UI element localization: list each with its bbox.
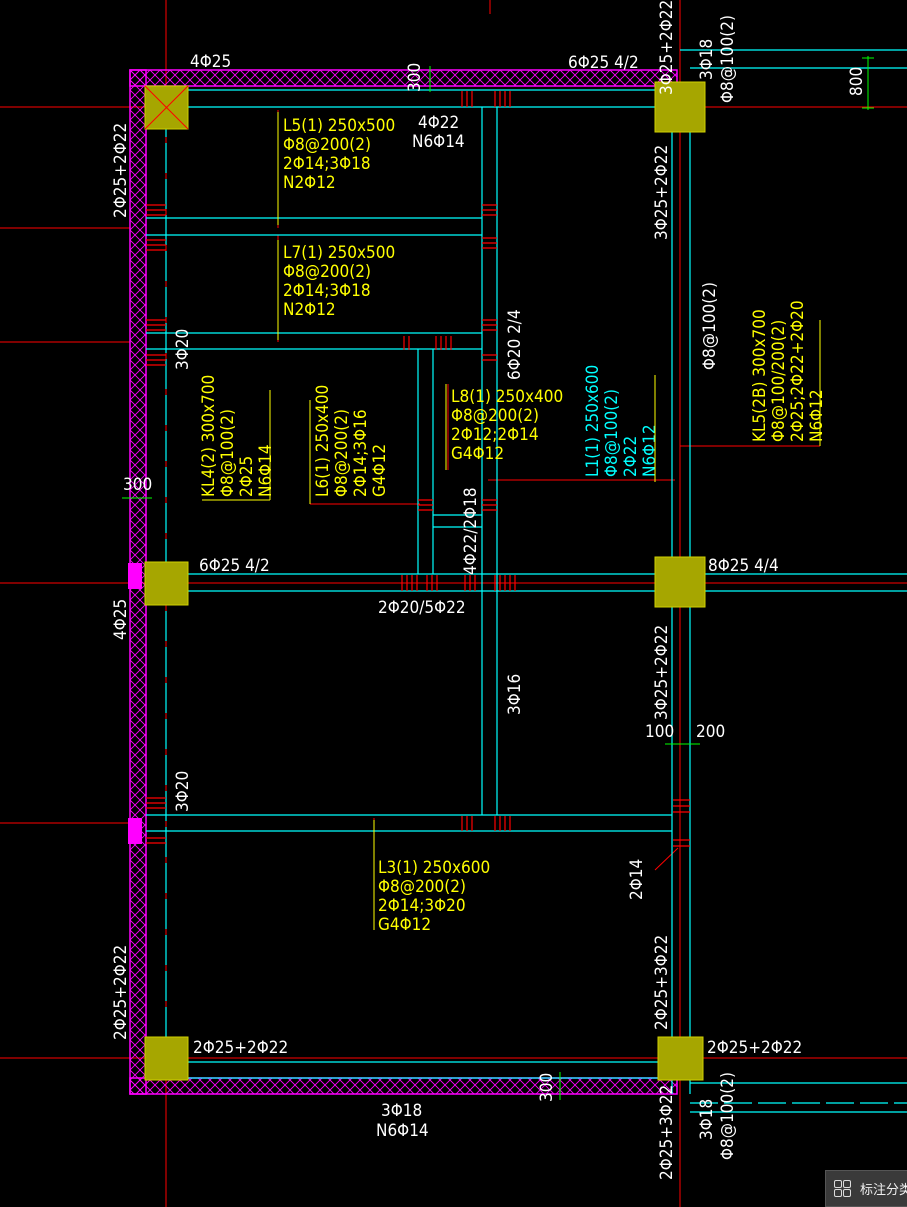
column-b1	[654, 81, 706, 133]
beam-kl5-stirrup: Φ8@100/200(2)	[769, 320, 789, 442]
column-crosses	[144, 85, 189, 130]
beam-l3-stirrup: Φ8@200(2)	[378, 877, 466, 897]
column-a3	[144, 1036, 189, 1081]
annotation-category-label: 标注分类	[860, 1183, 907, 1198]
beam-l1: L1(1) 250x600 Φ8@100(2) 2Φ22 N6Φ12	[583, 365, 660, 477]
column-b2	[654, 556, 706, 608]
label-left-upper-v: 2Φ25+2Φ22	[111, 123, 131, 218]
beam-kl4-side: N6Φ14	[256, 444, 276, 497]
label-center-3phi16: 3Φ16	[505, 674, 525, 715]
column-b3	[657, 1036, 704, 1081]
label-left-4: 4Φ25	[111, 599, 131, 640]
label-bottom-left-col: 2Φ25+2Φ22	[193, 1038, 288, 1058]
label-left-bottom-v: 2Φ25+2Φ22	[111, 945, 131, 1040]
dim-300-left: 300	[123, 475, 152, 495]
beam-l1-side: N6Φ12	[640, 424, 660, 477]
beam-annotations: L5(1) 250x500 Φ8@200(2) 2Φ14;3Φ18 N2Φ12 …	[199, 116, 827, 935]
beam-l6-stirrup: Φ8@200(2)	[332, 409, 352, 497]
label-mid-v-4: 4Φ22/2Φ18	[461, 487, 481, 575]
beam-l5-side: N2Φ12	[283, 173, 336, 193]
beam-l3: L3(1) 250x600 Φ8@200(2) 2Φ14;3Φ20 G4Φ12	[378, 858, 490, 935]
beam-l6: L6(1) 250x400 Φ8@200(2) 2Φ14;3Φ16 G4Φ12	[313, 385, 390, 497]
label-left-3phi20-b: 3Φ20	[173, 771, 193, 812]
beam-l3-bars: 2Φ14;3Φ20	[378, 896, 466, 916]
beam-lines	[146, 49, 907, 1113]
beam-kl4-stirrup: Φ8@100(2)	[218, 409, 238, 497]
beam-l7: L7(1) 250x500 Φ8@200(2) 2Φ14;3Φ18 N2Φ12	[283, 243, 395, 320]
annotation-category-button[interactable]: 标注分类	[825, 1170, 907, 1207]
label-top-center-1: 4Φ22	[418, 113, 459, 133]
beam-l6-name: L6(1) 250x400	[313, 385, 333, 497]
leader-lines	[202, 112, 821, 930]
label-mid-right: 8Φ25 4/4	[708, 556, 779, 576]
beam-kl4: KL4(2) 300x700 Φ8@100(2) 2Φ25 N6Φ14	[199, 375, 276, 497]
beam-l5-bars: 2Φ14;3Φ18	[283, 154, 371, 174]
label-right-lower-v: 3Φ25+2Φ22	[652, 625, 672, 720]
rebar-ticks	[146, 91, 690, 847]
beam-l7-side: N2Φ12	[283, 300, 336, 320]
beam-l8-bars: 2Φ12;2Φ14	[451, 425, 539, 445]
label-lower-2phi14: 2Φ14	[627, 859, 647, 900]
label-mid-under: 2Φ20/5Φ22	[378, 598, 466, 618]
dimension-labels: 300 800 300 100 200 300	[123, 63, 867, 1102]
label-top-right-v: 3Φ25+2Φ22	[657, 0, 677, 95]
label-bottom-right-col: 2Φ25+2Φ22	[707, 1038, 802, 1058]
beam-kl4-name: KL4(2) 300x700	[199, 375, 219, 497]
beam-kl5-bars: 2Φ25;2Φ22+2Φ20	[788, 300, 808, 442]
label-top-mid: 6Φ25 4/2	[568, 53, 639, 73]
beam-l1-bars: 2Φ22	[621, 436, 641, 477]
beam-kl4-bars: 2Φ25	[237, 456, 257, 497]
beam-l3-side: G4Φ12	[378, 915, 431, 935]
beam-kl5: KL5(2B) 300x700 Φ8@100/200(2) 2Φ25;2Φ22+…	[750, 300, 827, 442]
label-bottom-right-v2: 3Φ18	[697, 1099, 717, 1140]
label-left-3phi20-a: 3Φ20	[173, 329, 193, 370]
beam-l7-stirrup: Φ8@200(2)	[283, 262, 371, 282]
beam-l6-side: G4Φ12	[370, 444, 390, 497]
dim-300-bottom: 300	[537, 1073, 557, 1102]
label-bottom-right-v: 2Φ25+3Φ22	[657, 1085, 677, 1180]
beam-l6-bars: 2Φ14;3Φ16	[351, 409, 371, 497]
label-right-mid-v: Φ8@100(2)	[700, 282, 720, 370]
label-mid-left: 6Φ25 4/2	[199, 556, 270, 576]
beam-l8-side: G4Φ12	[451, 444, 504, 464]
beam-l5-stirrup: Φ8@200(2)	[283, 135, 371, 155]
dim-300-top: 300	[405, 63, 425, 92]
beam-l1-name: L1(1) 250x600	[583, 365, 603, 477]
label-top-center-2: N6Φ14	[412, 132, 465, 152]
beam-l8-stirrup: Φ8@200(2)	[451, 406, 539, 426]
beam-l1-stirrup: Φ8@100(2)	[602, 389, 622, 477]
beam-l8-name: L8(1) 250x400	[451, 387, 563, 407]
label-center-v-6: 6Φ20 2/4	[505, 309, 525, 380]
label-bottom-n6: N6Φ14	[376, 1121, 429, 1141]
rebar-labels: 4Φ25 6Φ25 4/2 4Φ22 N6Φ14 3Φ25+2Φ22 3Φ18 …	[111, 0, 802, 1180]
dim-800: 800	[847, 67, 867, 96]
beam-l5: L5(1) 250x500 Φ8@200(2) 2Φ14;3Φ18 N2Φ12	[283, 116, 395, 193]
label-right-bottom-v: 2Φ25+3Φ22	[652, 935, 672, 1030]
grid-icon	[834, 1179, 852, 1198]
dimension-marks	[122, 56, 874, 1100]
beam-kl5-side: N6Φ12	[807, 389, 827, 442]
column-a2	[144, 561, 189, 606]
label-bottom-right-v3: Φ8@100(2)	[718, 1072, 738, 1160]
beam-l8: L8(1) 250x400 Φ8@200(2) 2Φ12;2Φ14 G4Φ12	[451, 387, 563, 464]
beam-l7-bars: 2Φ14;3Φ18	[283, 281, 371, 301]
label-top-right-v2: 3Φ18	[697, 39, 717, 80]
label-bottom-3: 3Φ18	[381, 1101, 422, 1121]
beam-l5-name: L5(1) 250x500	[283, 116, 395, 136]
label-right-upper-v: 3Φ25+2Φ22	[652, 145, 672, 240]
perimeter-walls	[128, 69, 678, 1095]
dim-100: 100	[645, 722, 674, 742]
label-top-right-v3: Φ8@100(2)	[718, 15, 738, 103]
beam-l7-name: L7(1) 250x500	[283, 243, 395, 263]
beam-l3-name: L3(1) 250x600	[378, 858, 490, 878]
dim-200: 200	[696, 722, 725, 742]
label-top-left: 4Φ25	[190, 52, 231, 72]
beam-kl5-name: KL5(2B) 300x700	[750, 309, 770, 442]
